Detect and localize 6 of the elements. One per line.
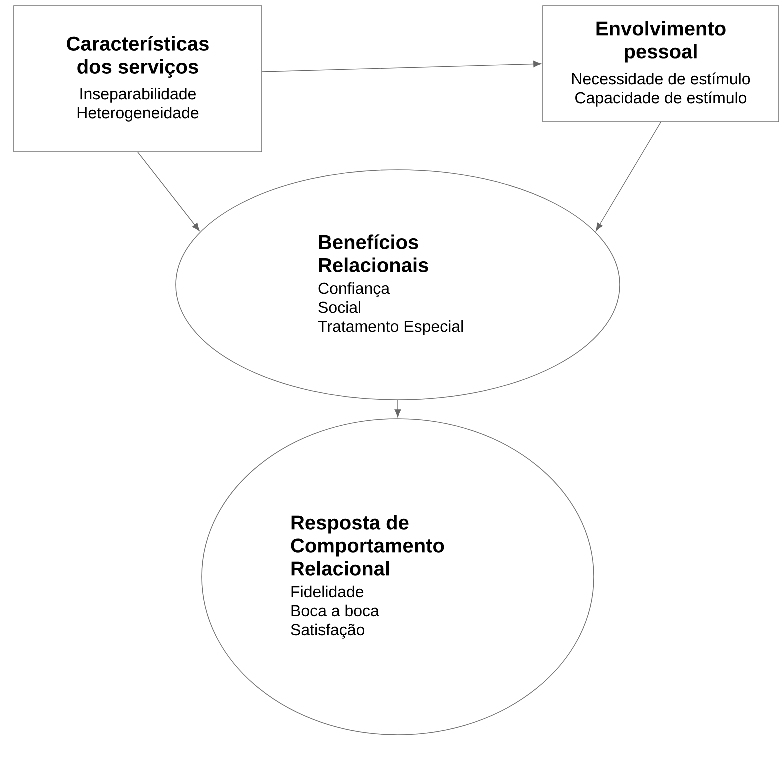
arrow <box>394 400 402 418</box>
concept-box: Características dos serviços Inseparabilidade Heterogeneidade <box>14 6 262 152</box>
arrow <box>138 152 200 232</box>
arrow <box>262 61 542 72</box>
arrow <box>596 122 662 232</box>
concept-box: Envolvimento pessoal Necessidade de estímulo Capacidade de estímulo <box>542 6 780 122</box>
